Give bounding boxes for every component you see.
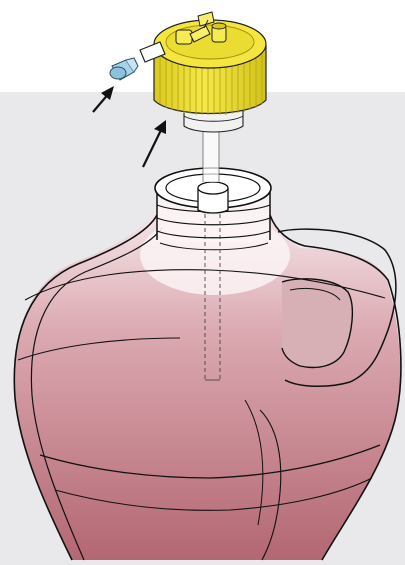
cap-port — [176, 30, 192, 44]
jug-handle-inner — [282, 279, 352, 368]
tubing-connector — [110, 58, 138, 80]
